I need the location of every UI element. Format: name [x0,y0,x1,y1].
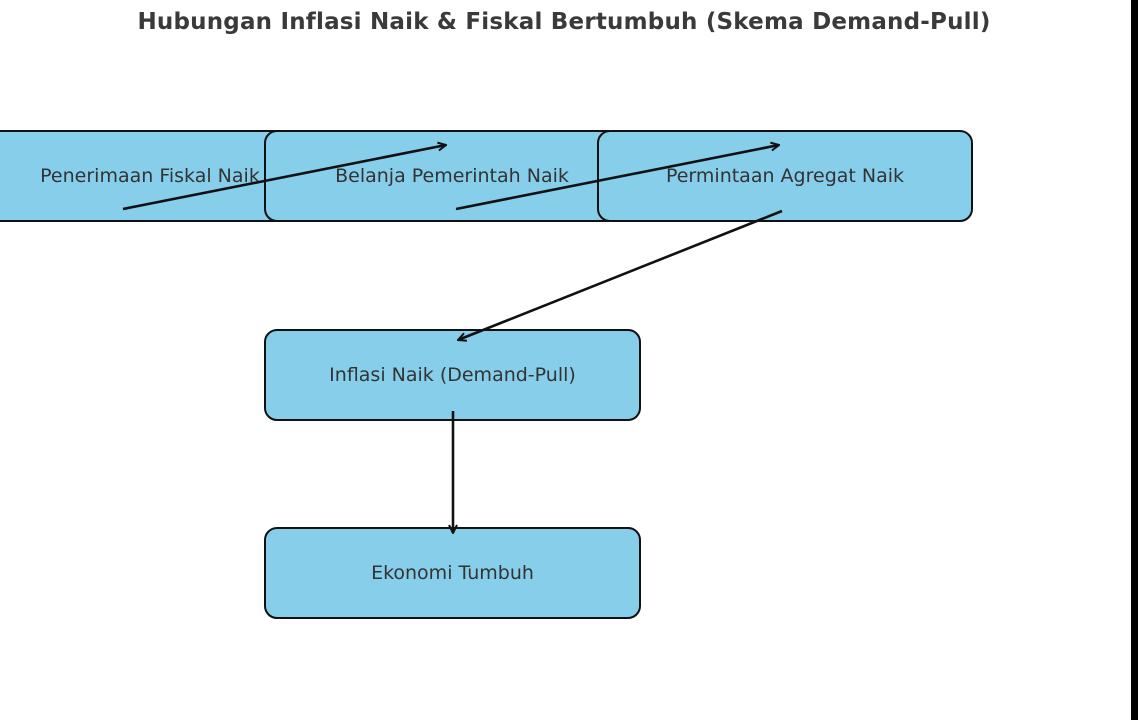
right-edge-bar [1131,0,1138,720]
diagram-title: Hubungan Inflasi Naik & Fiskal Bertumbuh… [137,9,991,35]
node-penerimaan-fiskal-naik: Penerimaan Fiskal Naik [0,130,300,222]
node-inflasi-naik: Inflasi Naik (Demand-Pull) [264,329,641,421]
node-label: Ekonomi Tumbuh [371,562,534,584]
node-label: Permintaan Agregat Naik [665,165,905,187]
node-ekonomi-tumbuh: Ekonomi Tumbuh [264,527,641,619]
node-label: Inflasi Naik (Demand-Pull) [329,364,576,386]
node-label: Belanja Pemerintah Naik [335,165,569,187]
node-belanja-pemerintah-naik: Belanja Pemerintah Naik [264,130,640,222]
arrow-permintaan-to-inflasi [458,209,783,340]
node-permintaan-agregat-naik: Permintaan Agregat Naik [597,130,973,222]
node-label: Penerimaan Fiskal Naik [40,165,260,187]
